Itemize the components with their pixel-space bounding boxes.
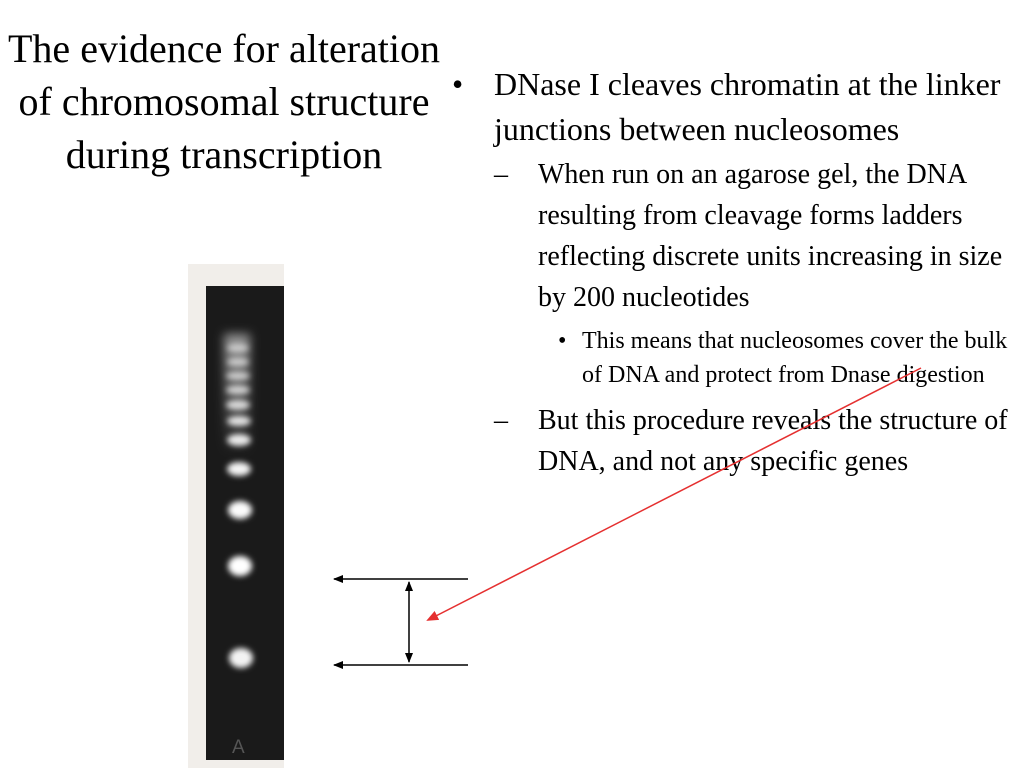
gel-lane-label: A <box>232 737 245 758</box>
bullet-sub-agarose-text: When run on an agarose gel, the DNA resu… <box>538 159 1003 313</box>
dash-marker: – <box>494 159 508 190</box>
bullet-marker: • <box>452 66 464 102</box>
bullet-detail-nucleosomes: • This means that nucleosomes cover the … <box>538 324 1012 392</box>
dash-marker: – <box>494 405 508 436</box>
bullet-sub-agarose: – When run on an agarose gel, the DNA re… <box>494 154 1012 318</box>
bullet-sub-procedure: – But this procedure reveals the structu… <box>494 400 1012 482</box>
gel-electrophoresis-image <box>188 264 284 768</box>
bullet-marker: • <box>558 328 567 354</box>
bullet-main-text: DNase I cleaves chromatin at the linker … <box>494 66 1001 147</box>
bullet-list: • DNase I cleaves chromatin at the linke… <box>452 62 1012 482</box>
slide-title: The evidence for alteration of chromosom… <box>8 26 440 177</box>
bullet-sub-procedure-text: But this procedure reveals the structure… <box>538 405 1008 477</box>
bullet-detail-text: This means that nucleosomes cover the bu… <box>582 328 1008 388</box>
bullet-main: • DNase I cleaves chromatin at the linke… <box>452 62 1012 152</box>
